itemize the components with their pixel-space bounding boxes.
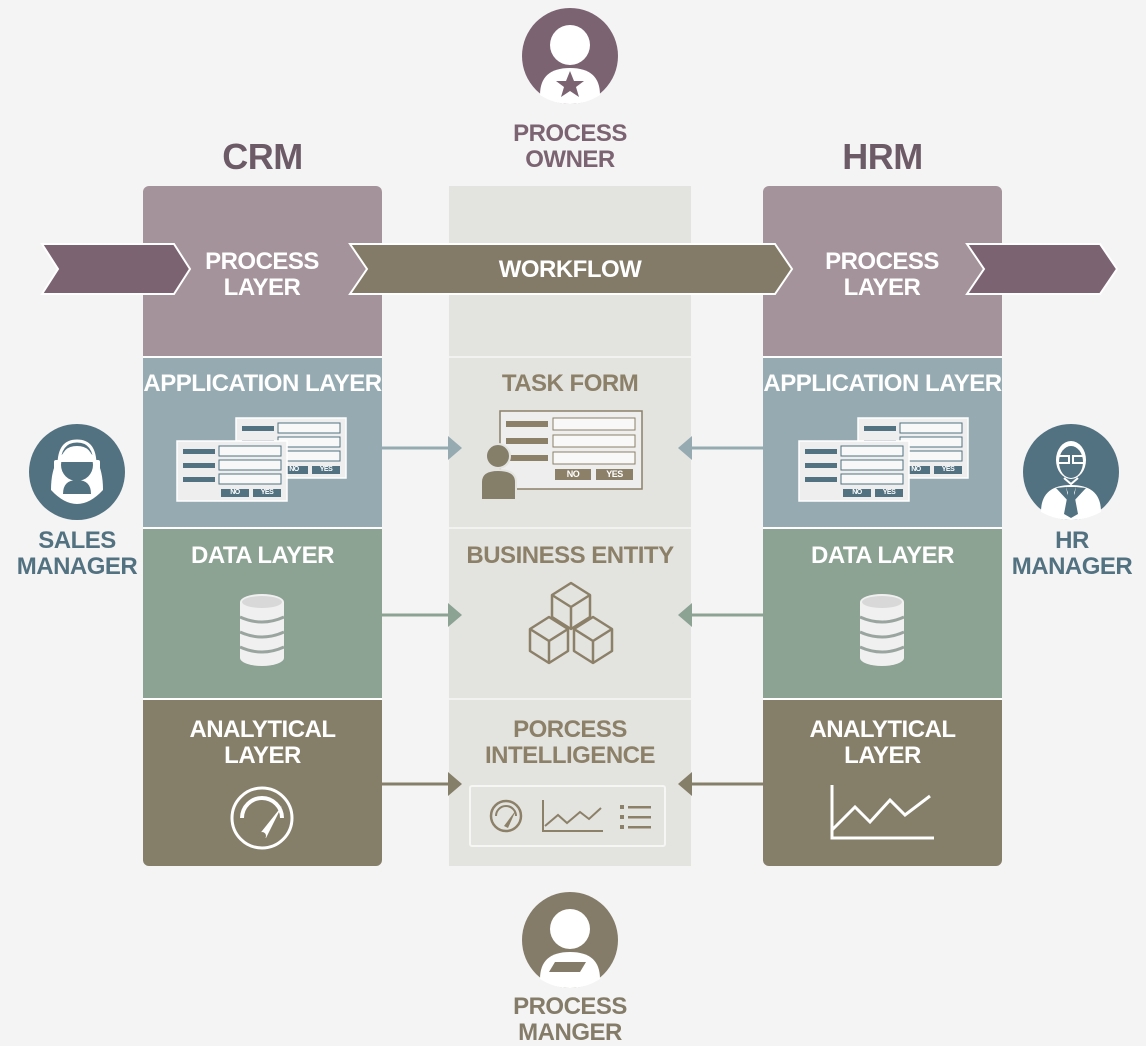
hrm-analytical-line-1: ANALYTICAL	[809, 716, 956, 743]
crm-application-layer-label: APPLICATION LAYER	[143, 370, 382, 397]
crm-front-no-label: NO	[230, 489, 240, 496]
task-form-label: TASK FORM	[501, 370, 639, 397]
sales-manager-line-1: SALES	[38, 527, 116, 554]
workflow-arrow	[348, 243, 794, 295]
hrm-back-no-label: NO	[911, 466, 921, 473]
process-owner-label: PROCESS OWNER	[470, 121, 670, 173]
hrm-back-yes-label: YES	[941, 466, 955, 473]
process-manager-label: PROCESS MANGER	[470, 994, 670, 1046]
database-icon	[858, 592, 906, 668]
hrm-process-layer	[763, 186, 1002, 357]
database-icon	[238, 592, 286, 668]
crm-process-layer-label: PROCESS LAYER	[192, 249, 332, 301]
intelligence-panel	[469, 785, 666, 847]
form-user-icon	[480, 410, 643, 501]
hr-manager-line-2: MANAGER	[1011, 553, 1133, 580]
hrm-application-layer-label: APPLICATION LAYER	[763, 370, 1002, 397]
hrm-process-line-1: PROCESS	[825, 248, 939, 275]
hrm-title: HRM	[842, 136, 923, 177]
gauge-icon	[230, 786, 294, 850]
process-intelligence-line-1: PORCESS	[513, 716, 627, 743]
crm-front-yes-label: YES	[260, 489, 274, 496]
user-badge-icon	[522, 892, 618, 988]
workflow-label: WORKFLOW	[498, 256, 642, 283]
process-intelligence-line-2: INTELLIGENCE	[484, 742, 656, 769]
crm-back-no-label: NO	[289, 466, 299, 473]
line-chart-icon	[542, 800, 603, 832]
process-manager-line-1: PROCESS	[513, 993, 627, 1020]
crm-back-yes-label: YES	[319, 466, 333, 473]
crm-process-line-1: PROCESS	[205, 248, 319, 275]
task-form-yes-label: YES	[606, 469, 623, 479]
user-star-icon	[522, 8, 618, 104]
task-form-no-label: NO	[566, 469, 580, 479]
left-entry-arrow	[40, 243, 192, 295]
glasses-user-icon	[1023, 424, 1119, 520]
process-manager-line-2: MANGER	[518, 1019, 622, 1046]
hr-manager-label: HR MANAGER	[1002, 528, 1142, 580]
hrm-process-line-2: LAYER	[843, 274, 921, 301]
middle-column	[449, 186, 691, 866]
process-owner-line-2: OWNER	[525, 146, 615, 173]
sales-manager-line-2: MANAGER	[16, 553, 138, 580]
right-exit-arrow	[965, 243, 1119, 295]
headset-user-icon	[29, 424, 125, 520]
hrm-process-layer-label: PROCESS LAYER	[812, 249, 952, 301]
business-entity-label: BUSINESS ENTITY	[466, 542, 674, 569]
sales-manager-label: SALES MANAGER	[7, 528, 147, 580]
crm-analytical-line-1: ANALYTICAL	[189, 716, 336, 743]
crm-process-line-2: LAYER	[223, 274, 301, 301]
application-connectors	[382, 436, 763, 460]
hrm-front-yes-label: YES	[882, 489, 896, 496]
hrm-data-layer-label: DATA LAYER	[810, 542, 955, 569]
data-connectors	[382, 603, 763, 627]
analytical-connectors	[382, 772, 763, 796]
crm-analytical-line-2: LAYER	[224, 742, 301, 769]
hr-manager-line-1: HR	[1055, 527, 1089, 554]
crm-title: CRM	[222, 136, 303, 177]
crm-analytical-layer-label: ANALYTICAL LAYER	[143, 717, 382, 769]
line-chart-icon	[830, 785, 934, 840]
process-owner-line-1: PROCESS	[513, 120, 627, 147]
gauge-icon	[489, 799, 523, 833]
process-intelligence-label: PORCESS INTELLIGENCE	[449, 717, 691, 769]
list-icon	[620, 805, 651, 829]
crm-data-layer-label: DATA LAYER	[190, 542, 335, 569]
hrm-analytical-line-2: LAYER	[844, 742, 921, 769]
hrm-front-no-label: NO	[852, 489, 862, 496]
cubes-icon	[528, 581, 614, 665]
hrm-analytical-layer-label: ANALYTICAL LAYER	[763, 717, 1002, 769]
